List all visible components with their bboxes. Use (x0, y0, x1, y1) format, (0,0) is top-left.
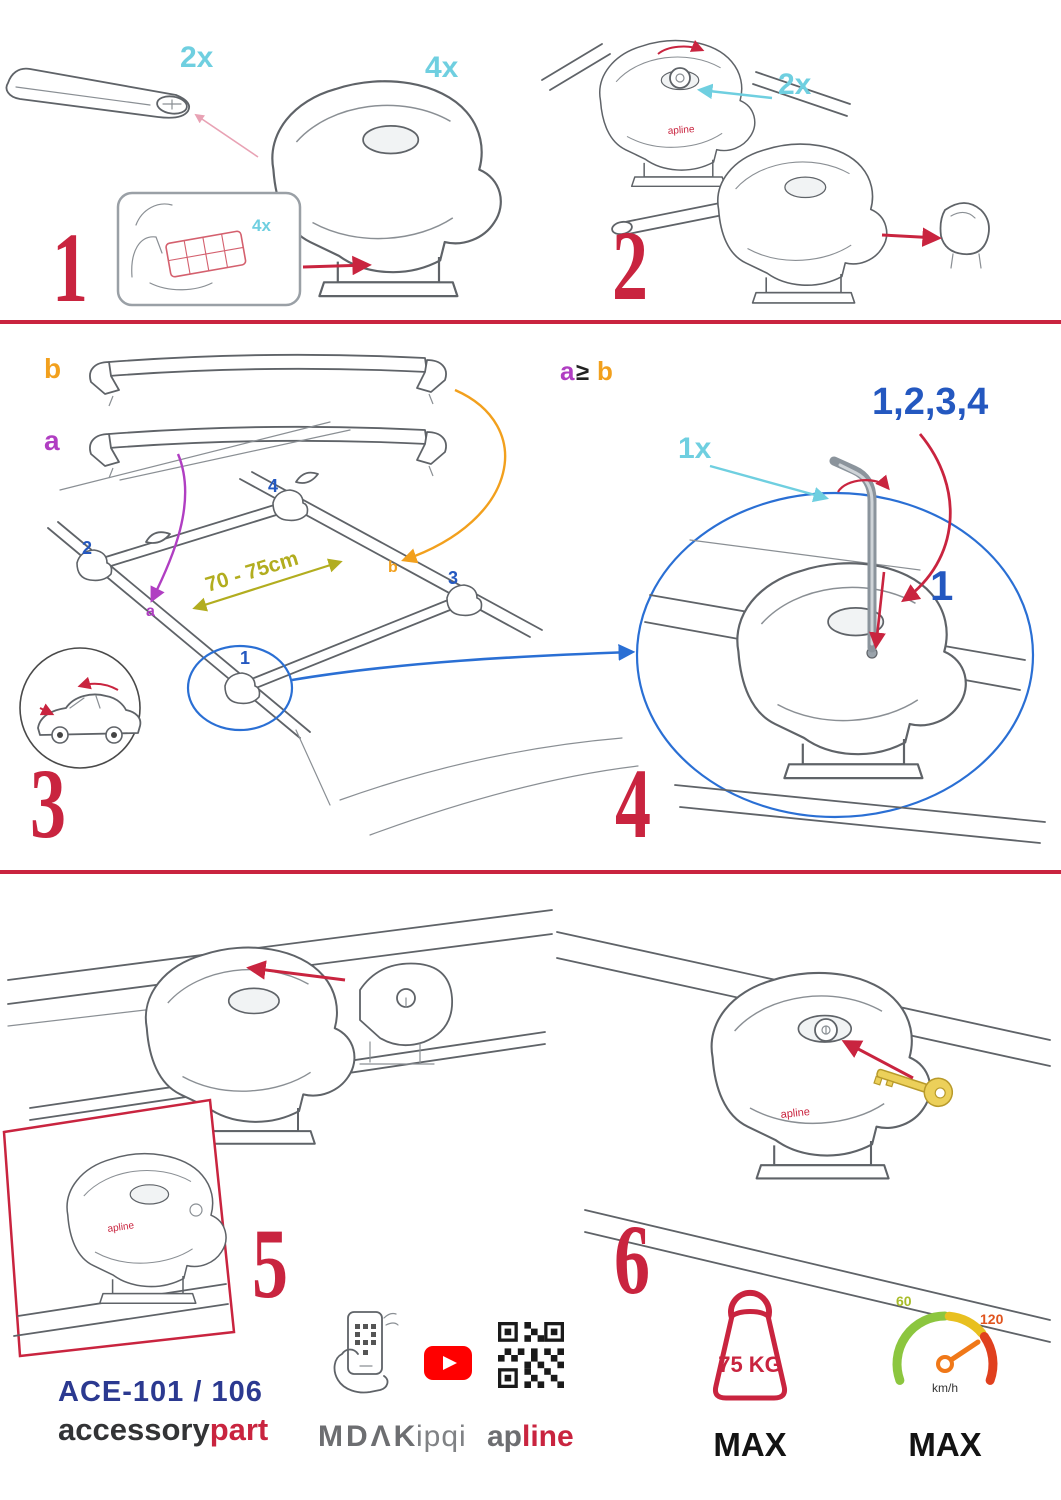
key-drawing (873, 1068, 954, 1108)
pad-to-foot-arrow (302, 255, 372, 276)
step3-number: 3 (30, 748, 66, 859)
rubber-pad-inset: 4x (116, 191, 302, 307)
rubber-pad (165, 230, 247, 278)
step6-number: 6 (614, 1204, 650, 1315)
brand-mark: apline (667, 124, 695, 137)
first-position-label: 1 (930, 562, 953, 609)
partner-mdak-label: MDΛK (318, 1420, 419, 1453)
speed-max-label: MAX (908, 1426, 982, 1463)
detail-link-arrow (291, 644, 636, 682)
phone-scan-icon (333, 1311, 399, 1394)
tool-pointer-arrow (709, 464, 830, 503)
tighten-down-arrow (869, 571, 886, 650)
step1-number: 1 (52, 212, 88, 323)
step3-figure: b a a ≥ b a b 70 - 75cm 1 2 3 4 (19, 353, 639, 836)
key-insert-arrow (841, 1040, 914, 1080)
rule-op: ≥ (576, 359, 589, 386)
tighten-sequence-label: 1,2,3,4 (872, 381, 988, 423)
step5-number: 5 (252, 1208, 288, 1319)
endcap-insert-arrow (881, 227, 942, 247)
step4-number: 4 (615, 748, 651, 859)
bar-b-position-arrow (401, 388, 507, 564)
crossbar-drawing (5, 67, 191, 119)
brand-wordmark-right: part (209, 1412, 269, 1447)
car-front-arrow (39, 703, 55, 716)
position-1-label: 1 (240, 648, 250, 668)
car-inset (19, 647, 142, 769)
tool-quantity-label: 1x (678, 432, 712, 465)
rule-a: a (560, 356, 575, 386)
bar-a-label: a (44, 425, 60, 456)
roof-mark-a: a (146, 603, 155, 620)
step4-figure: 1x 1,2,3,4 1 (635, 381, 1046, 844)
bar-pointer-arrow (194, 113, 259, 158)
max-weight-value: 75 KG (718, 1352, 782, 1377)
apline-label-left: ap (487, 1420, 523, 1453)
roof-drawing (47, 421, 639, 836)
speedometer-icon: 60 120 km/h (892, 1293, 1004, 1395)
key-quantity-label: 2x (778, 68, 812, 101)
lock-pointer-arrow (696, 83, 773, 100)
section-divider-2 (0, 870, 1061, 874)
step2-figure: apline 2x (541, 39, 990, 304)
bar-a-drawing (89, 425, 447, 479)
qr-code (498, 1322, 564, 1388)
step1-figure: 2x 4x 4x (5, 41, 502, 307)
speed-60-label: 60 (896, 1293, 912, 1309)
bar-endcap-assembly-drawing (611, 143, 990, 304)
cover-mount-drawing (7, 909, 553, 1145)
pad-quantity-label: 4x (252, 216, 271, 235)
step2-number: 2 (612, 210, 648, 321)
foot-drawing (271, 80, 502, 298)
apline-label-right: line (522, 1420, 574, 1453)
brand-apline-label: apline (487, 1420, 574, 1454)
foot-quantity-label: 4x (425, 51, 459, 84)
brand-mark: apline (780, 1106, 810, 1121)
speed-120-label: 120 (980, 1311, 1004, 1327)
brand-wordmark: accessorypart (58, 1412, 268, 1448)
lock-cover-drawing (359, 962, 453, 1065)
rule-b: b (597, 356, 613, 386)
lock-key-drawing: apline (556, 931, 1051, 1343)
roof-mark-b: b (388, 559, 398, 576)
position-3-label: 3 (448, 568, 458, 588)
step6-figure: apline (556, 931, 1051, 1343)
key-turn-arrow (837, 474, 890, 493)
cover-slide-arrow (246, 960, 346, 982)
position-2-label: 2 (82, 538, 92, 558)
key-rotation-arrow (657, 39, 705, 55)
speed-unit-label: km/h (932, 1381, 958, 1395)
step5-figure: apline (2, 909, 553, 1358)
bar-quantity-label: 2x (180, 41, 214, 74)
position-4-label: 4 (268, 476, 278, 496)
youtube-icon (424, 1346, 472, 1380)
bar-b-label: b (44, 353, 61, 384)
partner-ipqi-label: ipqi (416, 1420, 467, 1453)
brand-wordmark-left: accessory (58, 1412, 210, 1447)
foot-with-lock-drawing: apline (541, 39, 851, 188)
bar-a-position-arrow (150, 453, 187, 603)
brand-mark: apline (107, 1220, 135, 1235)
weight-max-label: MAX (713, 1426, 787, 1463)
model-number: ACE-101 / 106 (58, 1376, 263, 1408)
installed-foot-inset: apline (2, 1098, 236, 1358)
endcap-drawing (939, 202, 990, 269)
bar-b-drawing (89, 353, 447, 407)
tightening-detail-drawing (644, 456, 1046, 844)
car-direction-arrow (77, 676, 119, 691)
max-weight-icon: 75 KG (713, 1289, 787, 1401)
bar-distance-arrow (192, 558, 343, 612)
section-divider-1 (0, 320, 1061, 324)
sequence-start-arrow (901, 433, 952, 603)
detail-highlight-circle (186, 644, 294, 732)
